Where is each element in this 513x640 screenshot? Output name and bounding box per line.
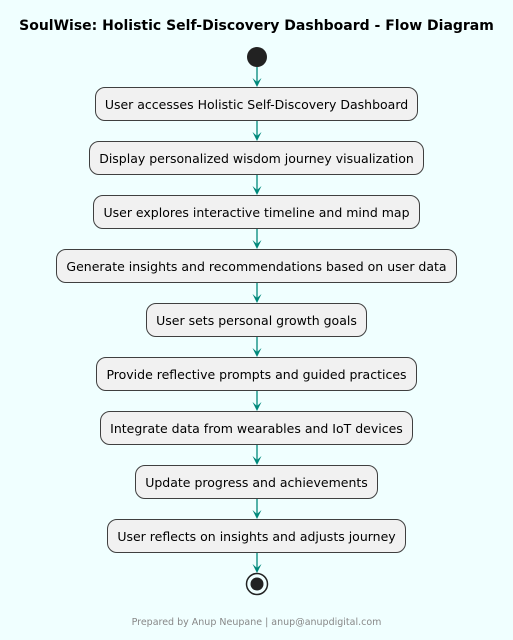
- start-node: [247, 47, 267, 67]
- arrowhead: [252, 186, 262, 195]
- step-label: User accesses Holistic Self-Discovery Da…: [94, 87, 419, 121]
- footer-credit: Prepared by Anup Neupane | anup@anupdigi…: [131, 617, 382, 628]
- arrowhead: [252, 240, 262, 249]
- arrowhead: [252, 564, 262, 573]
- step-label: Update progress and achievements: [135, 465, 378, 499]
- flow-step-3: User explores interactive timeline and m…: [0, 195, 513, 229]
- step-label: User sets personal growth goals: [146, 303, 367, 337]
- step-label: Integrate data from wearables and IoT de…: [100, 411, 413, 445]
- flow-step-5: User sets personal growth goals: [0, 303, 513, 337]
- flow-step-7: Integrate data from wearables and IoT de…: [0, 411, 513, 445]
- arrowhead: [252, 132, 262, 141]
- flow-step-6: Provide reflective prompts and guided pr…: [0, 357, 513, 391]
- step-label: Display personalized wisdom journey visu…: [89, 141, 424, 175]
- step-label: User reflects on insights and adjusts jo…: [107, 519, 406, 553]
- flow-step-9: User reflects on insights and adjusts jo…: [0, 519, 513, 553]
- arrowhead: [252, 402, 262, 411]
- diagram-title: SoulWise: Holistic Self-Discovery Dashbo…: [19, 18, 494, 34]
- arrowhead: [252, 348, 262, 357]
- step-label: Provide reflective prompts and guided pr…: [96, 357, 417, 391]
- flow-step-4: Generate insights and recommendations ba…: [0, 249, 513, 283]
- flow-step-1: User accesses Holistic Self-Discovery Da…: [0, 87, 513, 121]
- arrowhead: [252, 78, 262, 87]
- arrowhead: [252, 456, 262, 465]
- step-label: Generate insights and recommendations ba…: [56, 249, 457, 283]
- flow-step-2: Display personalized wisdom journey visu…: [0, 141, 513, 175]
- end-node: [245, 572, 269, 596]
- arrowhead: [252, 510, 262, 519]
- step-label: User explores interactive timeline and m…: [93, 195, 420, 229]
- flow-arrows: [252, 67, 262, 573]
- arrowhead: [252, 294, 262, 303]
- flow-step-8: Update progress and achievements: [0, 465, 513, 499]
